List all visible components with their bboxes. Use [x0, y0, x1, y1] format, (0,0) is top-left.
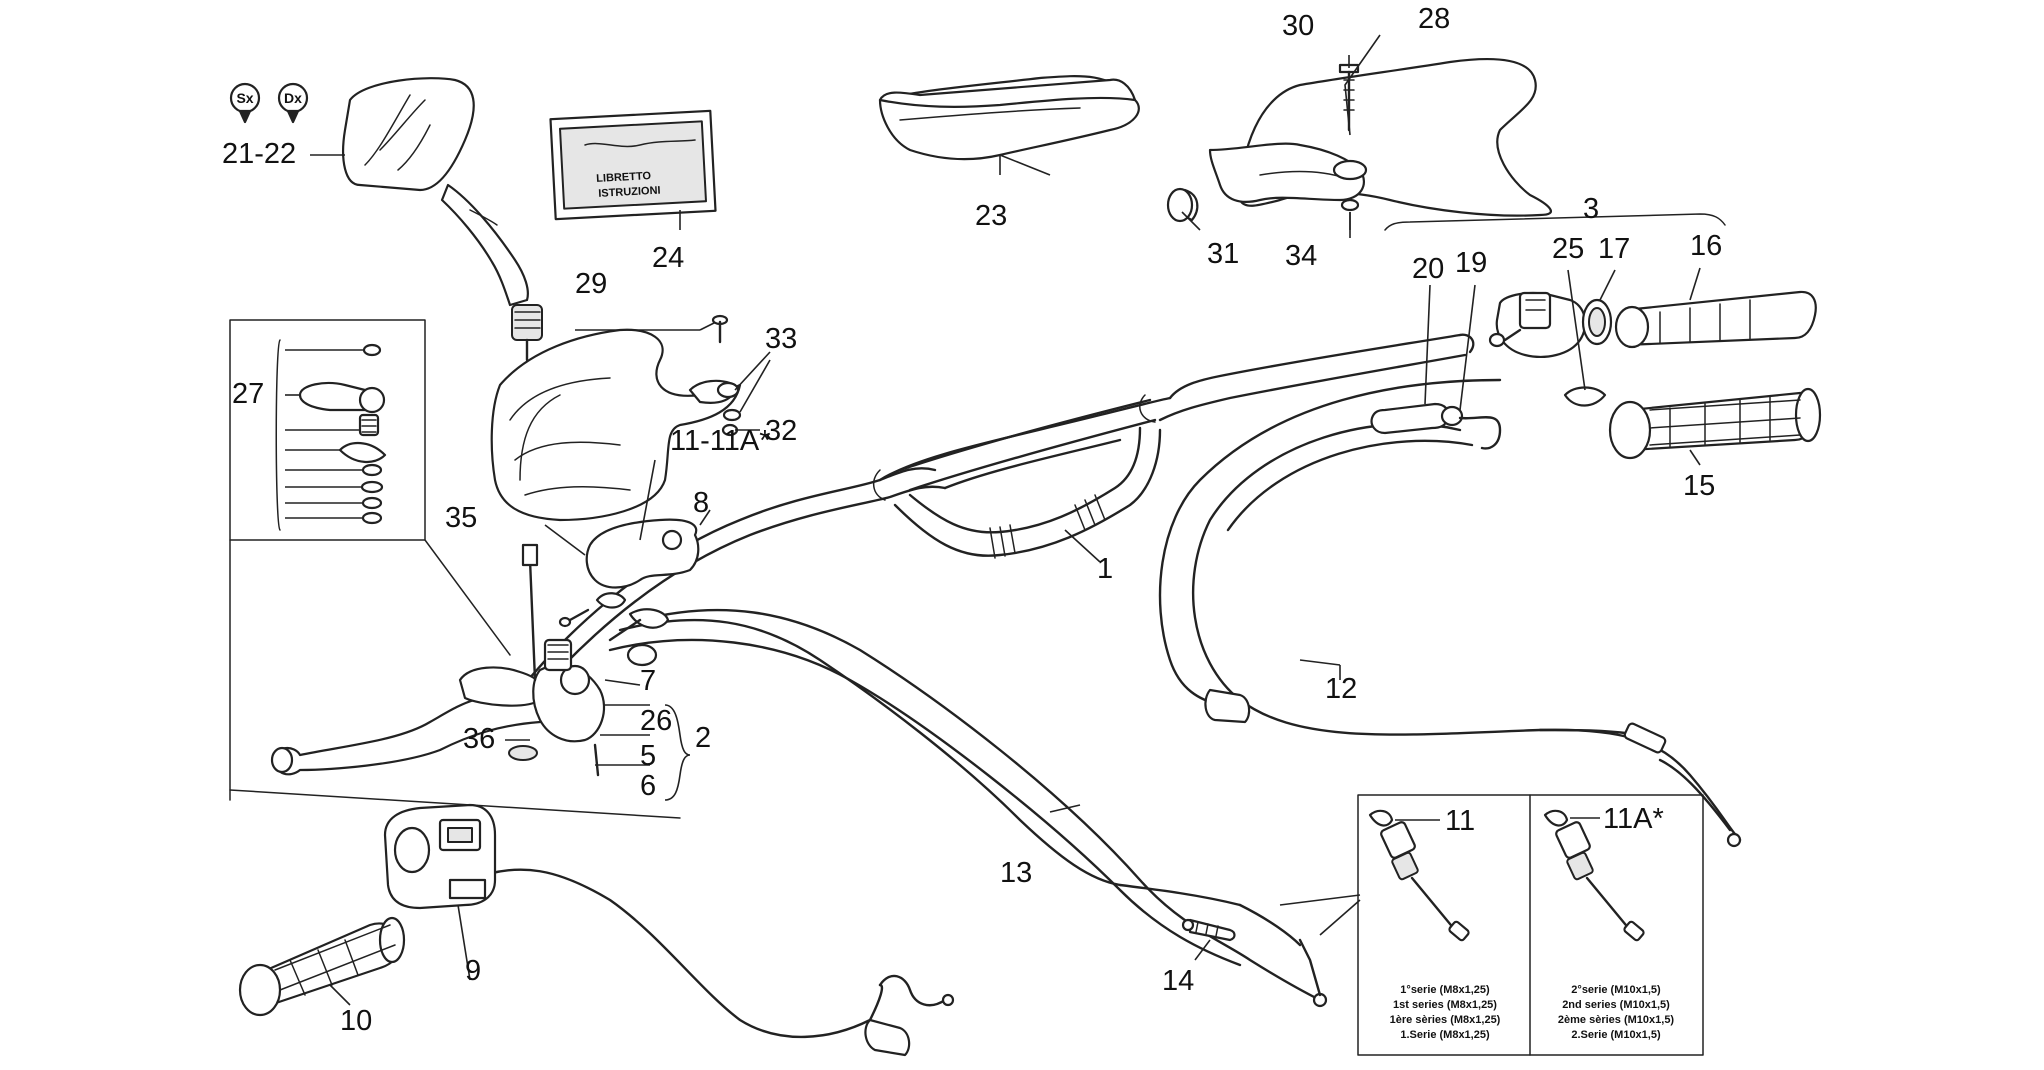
label-10: 10 [340, 1005, 372, 1037]
label-8: 8 [693, 487, 709, 519]
guard-fasteners [688, 314, 771, 437]
right-switch-assembly [1370, 213, 1822, 460]
cable-ends [1181, 722, 1742, 1008]
label-1: 1 [1097, 553, 1113, 585]
label-31: 31 [1207, 238, 1239, 270]
label-27: 27 [232, 378, 264, 410]
label-19: 19 [1455, 247, 1487, 279]
label-28: 28 [1418, 3, 1450, 35]
detail-left-note-3: 1ère sèries (M8x1,25) [1390, 1014, 1501, 1026]
detail-left-label: 11 [1445, 805, 1475, 837]
detail-box-11: 1°serie (M8x1,25) 1st series (M8x1,25) 1… [1279, 794, 1704, 1056]
label-29: 29 [575, 268, 607, 300]
label-32: 32 [765, 415, 797, 447]
label-7: 7 [640, 665, 656, 697]
label-14: 14 [1162, 965, 1194, 997]
detail-left-note-4: 1.Serie (M8x1,25) [1400, 1029, 1490, 1041]
side-badges: Sx Dx [229, 82, 309, 124]
label-36: 36 [463, 723, 495, 755]
instruction-booklet: LIBRETTO ISTRUZIONI [549, 109, 717, 221]
booklet-line2: ISTRUZIONI [598, 185, 661, 200]
label-26: 26 [640, 705, 672, 737]
label-17: 17 [1598, 233, 1630, 265]
badge-dx: Dx [277, 82, 309, 124]
badge-sx-text: Sx [236, 90, 253, 106]
detail-box-27 [229, 319, 681, 819]
label-12: 12 [1325, 673, 1357, 705]
detail-right-notes: 2°serie (M10x1,5) 2nd series (M10x1,5) 2… [1558, 984, 1675, 1041]
booklet-line1: LIBRETTO [596, 170, 652, 185]
badge-sx: Sx [229, 82, 261, 124]
label-21-22: 21-22 [222, 138, 296, 170]
label-34: 34 [1285, 240, 1317, 272]
detail-right-note-1: 2°serie (M10x1,5) [1571, 984, 1661, 996]
left-hand-guard [490, 319, 742, 522]
clutch-lever-assembly [270, 543, 605, 777]
label-24: 24 [652, 242, 684, 274]
label-23: 23 [975, 200, 1007, 232]
tool-pouch [878, 75, 1140, 161]
detail-right-note-3: 2ème sèries (M10x1,5) [1558, 1014, 1675, 1026]
part-labels: 1 2 3 5 6 7 8 9 10 11-11A* 12 13 14 15 1… [222, 3, 1722, 1037]
detail-right-note-4: 2.Serie (M10x1,5) [1571, 1029, 1661, 1041]
badge-dx-text: Dx [284, 90, 302, 106]
label-5: 5 [640, 740, 656, 772]
label-30: 30 [1282, 10, 1314, 42]
handlebar [518, 333, 1475, 704]
leader-lines [310, 34, 1701, 1006]
detail-left-notes: 1°serie (M8x1,25) 1st series (M8x1,25) 1… [1390, 984, 1501, 1041]
label-35: 35 [445, 502, 477, 534]
label-25: 25 [1552, 233, 1584, 265]
label-11-11a: 11-11A* [670, 425, 771, 457]
label-13: 13 [1000, 857, 1032, 889]
mirror [342, 77, 543, 362]
cable-end-fittings [558, 592, 670, 667]
label-6: 6 [640, 770, 656, 802]
label-2: 2 [695, 722, 711, 754]
label-16: 16 [1690, 230, 1722, 262]
right-hand-guard [1166, 57, 1552, 223]
detail-left-note-2: 1st series (M8x1,25) [1393, 999, 1497, 1011]
label-15: 15 [1683, 470, 1715, 502]
cables [468, 378, 1742, 1039]
label-3: 3 [1583, 193, 1599, 225]
detail-left-note-1: 1°serie (M8x1,25) [1400, 984, 1490, 996]
label-20: 20 [1412, 253, 1444, 285]
label-33: 33 [765, 323, 797, 355]
detail-right-note-2: 2nd series (M10x1,5) [1562, 999, 1670, 1011]
left-switch-and-grip [238, 803, 497, 1017]
label-9: 9 [465, 955, 481, 987]
lever-8 [585, 509, 711, 589]
detail-right-label: 11A* [1603, 803, 1664, 835]
connector-plugs [864, 688, 1251, 1057]
